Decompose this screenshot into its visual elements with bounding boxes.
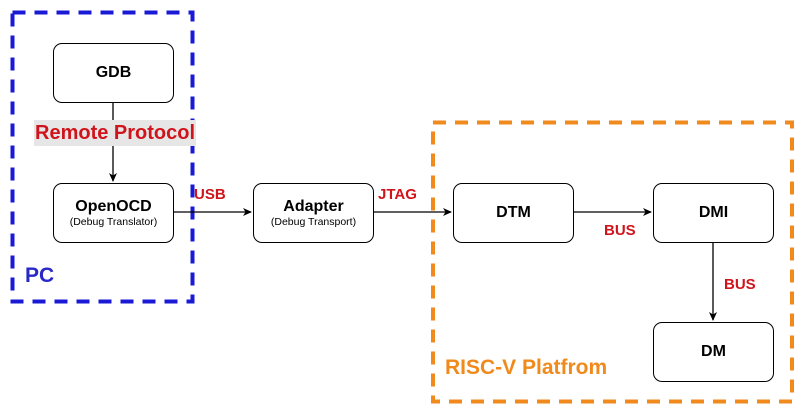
edge-label-bus-vertical: BUS — [724, 276, 756, 293]
node-dm-title: DM — [701, 343, 726, 360]
pc-group-frame — [10, 10, 195, 304]
group-label-riscv: RISC-V Platfrom — [445, 356, 608, 379]
node-openocd-title: OpenOCD — [75, 197, 152, 215]
node-openocd[interactable]: OpenOCD (Debug Translator) — [53, 183, 174, 243]
node-dmi-title: DMI — [698, 204, 729, 221]
edge-label-usb: USB — [194, 186, 226, 203]
node-gdb[interactable]: GDB — [53, 43, 174, 103]
node-adapter-title: Adapter — [283, 197, 344, 215]
node-openocd-subtitle: (Debug Translator) — [69, 215, 158, 228]
riscv-group-frame — [431, 120, 794, 404]
group-label-pc: PC — [25, 264, 55, 287]
edge-label-jtag: JTAG — [378, 186, 417, 203]
edge-label-bus-horizontal: BUS — [604, 222, 636, 239]
node-dm[interactable]: DM — [653, 322, 774, 382]
edge-label-remote-protocol: Remote Protocol — [34, 120, 197, 146]
node-dtm[interactable]: DTM — [453, 183, 574, 243]
node-dtm-title: DTM — [496, 204, 531, 221]
node-dmi[interactable]: DMI — [653, 183, 774, 243]
node-adapter[interactable]: Adapter (Debug Transport) — [253, 183, 374, 243]
node-adapter-subtitle: (Debug Transport) — [270, 215, 357, 228]
node-gdb-title: GDB — [95, 64, 132, 81]
